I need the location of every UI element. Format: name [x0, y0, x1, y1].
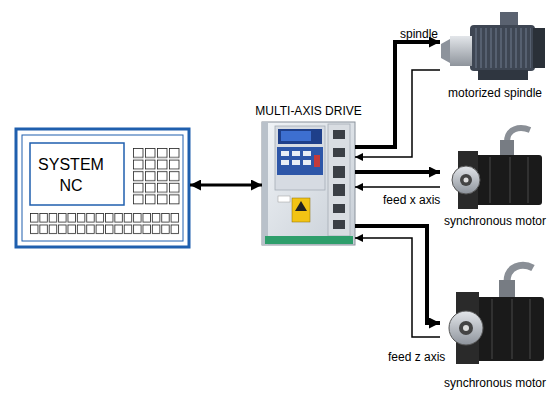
motor-hub: [460, 174, 472, 186]
drive-sticker: [278, 196, 290, 202]
motor-rib: [527, 157, 529, 203]
spindle-body: [470, 25, 535, 71]
spindle-fins: [474, 28, 531, 68]
drive-side: [262, 122, 268, 245]
drive-key: [303, 160, 311, 165]
motor-rib: [509, 157, 511, 203]
warning-triangle: [295, 201, 307, 211]
drive-body: [262, 122, 355, 245]
motor-face: [452, 166, 480, 194]
motor-rib: [529, 299, 531, 359]
drive-port: [333, 166, 345, 178]
motor-rib: [489, 157, 491, 203]
drive-art: [262, 122, 355, 245]
drive-port: [333, 148, 345, 157]
drive-key: [303, 151, 311, 156]
drive-key: [292, 160, 300, 165]
servo-motor: synchronous motor: [440, 280, 550, 390]
node-label: MULTI-AXIS DRIVE: [255, 104, 361, 118]
motor-z-art: [449, 265, 544, 364]
drive-unit: MULTI-AXIS DRIVE: [262, 104, 355, 246]
spindle-end-cap: [533, 28, 545, 68]
connector: [355, 186, 440, 188]
motor-cable: [507, 128, 530, 142]
spindle-nose: [450, 36, 472, 66]
connector-label: feed x axis: [383, 193, 440, 207]
spindle-art: [441, 12, 545, 80]
drive-key: [292, 151, 300, 156]
node-label: SYSTEM NC: [31, 154, 111, 196]
spindle-foot: [478, 70, 528, 80]
drive-port: [333, 130, 345, 139]
panel-screen: [30, 143, 124, 205]
motor-connector: [499, 280, 515, 299]
motor-face: [449, 311, 483, 345]
node-label: synchronous motor: [440, 214, 550, 228]
connector: [355, 70, 440, 157]
connector-label: feed z axis: [388, 350, 445, 364]
motor-x-art: [452, 128, 542, 209]
motor-hub: [459, 321, 473, 335]
connector: [355, 238, 440, 337]
drive-key: [281, 160, 289, 165]
motor-connector: [500, 140, 514, 157]
motor-shaft: [463, 325, 469, 331]
terminal-strip: [265, 236, 353, 244]
connector: [355, 42, 440, 147]
node-label: synchronous motor: [440, 376, 550, 390]
nc-panel-art: [16, 129, 189, 247]
drive-connector-column: [328, 124, 350, 236]
motor-cable: [507, 265, 533, 282]
drive-keypad: [277, 147, 323, 175]
motor-rib: [491, 299, 493, 359]
drive-display-housing: [275, 126, 325, 190]
connector: [355, 226, 440, 323]
motor-rib: [511, 299, 513, 359]
motor-body: [476, 297, 544, 361]
spindle-connector: [500, 12, 518, 27]
spindle-taper: [441, 39, 450, 63]
warning-label: [292, 198, 310, 222]
connector-label: spindle: [400, 27, 438, 41]
connector: [355, 170, 440, 174]
panel-frame: [16, 129, 189, 247]
control-panel: SYSTEM NC: [15, 128, 190, 248]
keyboard-rows: [30, 213, 180, 236]
motor-shaft: [464, 178, 469, 183]
drive-display: [278, 129, 322, 144]
node-label: motorized spindle: [440, 86, 550, 100]
keypad-grid: [133, 148, 181, 206]
motor-body: [475, 155, 542, 205]
panel-inner-frame: [22, 135, 183, 241]
connector: [190, 184, 262, 187]
drive-key: [314, 155, 320, 167]
spindle-motor: motorized spindle: [440, 16, 550, 100]
drive-lcd: [281, 131, 311, 141]
drive-port: [333, 184, 345, 196]
servo-motor: synchronous motor: [440, 145, 550, 228]
drive-port: [333, 220, 345, 229]
drive-key: [281, 151, 289, 156]
drive-port: [333, 204, 345, 213]
